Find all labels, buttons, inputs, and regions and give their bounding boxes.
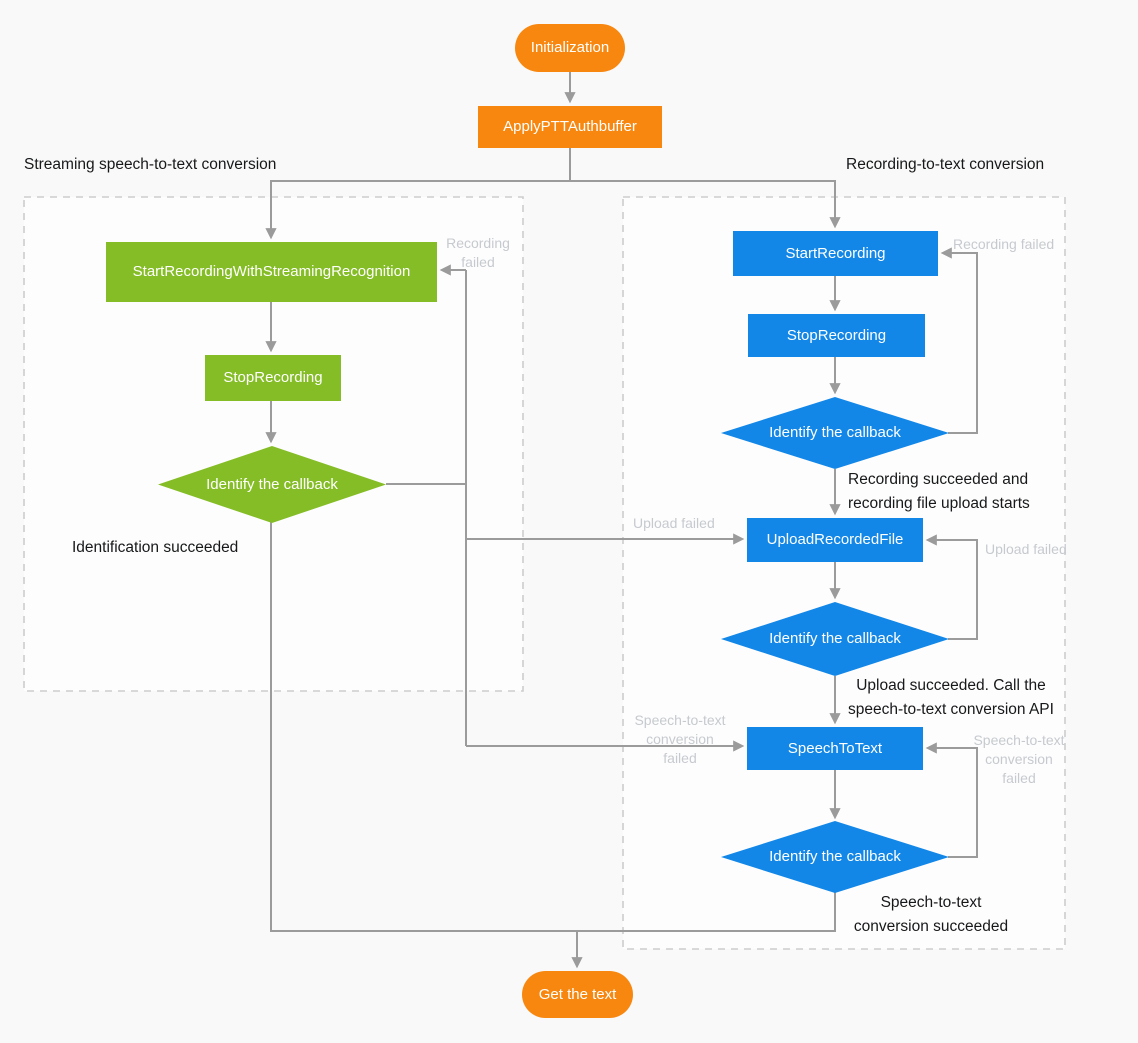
label-stt-failed-right: Speech-to-text conversion failed <box>973 732 1065 786</box>
label-upload-failed-right: Upload failed <box>985 541 1067 557</box>
label-streaming-recording-failed: Recording failed <box>446 235 510 270</box>
connector-split-right <box>570 180 841 229</box>
node-start-recording: StartRecording <box>733 231 938 276</box>
label-stt-failed-left: Speech-to-text conversion failed <box>634 712 726 766</box>
node-speech-to-text: SpeechToText <box>747 727 923 770</box>
node-streaming-stop-recording: StopRecording <box>205 355 341 401</box>
node-start-recording-with-streaming-recognition: StartRecordingWithStreamingRecognition <box>106 242 437 302</box>
node-get-the-text: Get the text <box>522 971 633 1018</box>
node-apply-ptt-authbuffer: ApplyPTTAuthbuffer <box>478 106 662 148</box>
recording-section-title: Recording-to-text conversion <box>846 156 1045 173</box>
label-upload-failed-left: Upload failed <box>633 515 715 531</box>
label-upload-succeeded: Upload succeeded. Call the speech-to-tex… <box>848 677 1054 719</box>
connector-stt-failed-loop <box>925 742 978 858</box>
connector-split-left <box>265 180 570 240</box>
label-identification-succeeded: Identification succeeded <box>72 539 239 556</box>
streaming-section-title: Streaming speech-to-text conversion <box>24 156 277 173</box>
node-upload-recorded-file: UploadRecordedFile <box>747 518 923 562</box>
connector-upload-failed-loop <box>925 534 978 640</box>
connector-recording-failed-loop <box>940 247 978 434</box>
label-recording-succeeded: Recording succeeded and recording file u… <box>848 471 1030 513</box>
node-initialization: Initialization <box>515 24 625 72</box>
label-recording-failed: Recording failed <box>953 236 1055 252</box>
node-recording-stop-recording: StopRecording <box>748 314 925 357</box>
label-stt-succeeded: Speech-to-text conversion succeeded <box>853 894 1009 936</box>
